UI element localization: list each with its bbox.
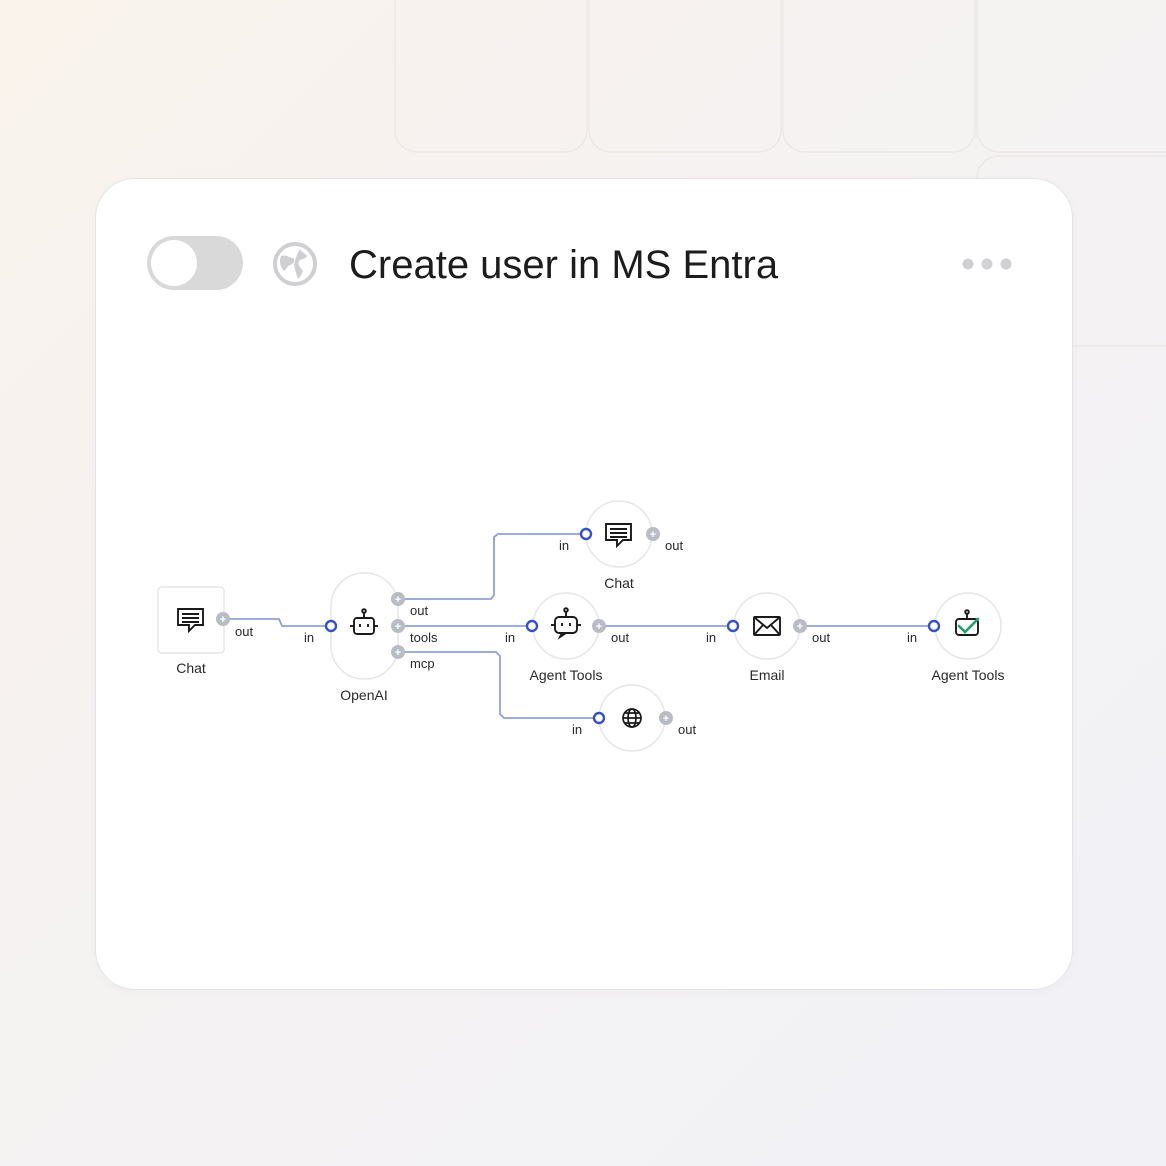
chat-icon xyxy=(177,608,204,634)
port-in[interactable] xyxy=(592,711,606,725)
plus-icon: + xyxy=(650,529,656,541)
port-out[interactable] xyxy=(659,711,673,725)
edge-openai-mcp-to-globe xyxy=(398,651,599,719)
robot-icon xyxy=(551,607,581,640)
port-in[interactable] xyxy=(927,619,941,633)
plus-icon: + xyxy=(395,621,401,633)
port-label-tools: tools xyxy=(410,630,438,645)
port-label-in: in xyxy=(706,630,716,645)
robot-icon xyxy=(350,608,378,635)
port-out[interactable] xyxy=(391,592,405,606)
node-label: Email xyxy=(749,667,784,683)
port-label-out: out xyxy=(235,624,253,639)
workflow-title: Create user in MS Entra xyxy=(349,243,779,287)
port-mcp[interactable] xyxy=(391,645,405,659)
edge-openai-out-to-chat xyxy=(398,533,586,600)
port-in[interactable] xyxy=(525,619,539,633)
node-label: Chat xyxy=(176,660,206,676)
port-label-in: in xyxy=(505,630,515,645)
port-out[interactable] xyxy=(793,619,807,633)
chat-icon xyxy=(605,523,632,549)
port-label-out: out xyxy=(665,538,683,553)
port-label-in: in xyxy=(559,538,569,553)
port-out[interactable] xyxy=(216,612,230,626)
toggle-knob xyxy=(151,240,197,286)
port-in[interactable] xyxy=(726,619,740,633)
globe-icon[interactable] xyxy=(272,241,318,287)
edge-chat-to-openai xyxy=(223,618,331,627)
plus-icon: + xyxy=(797,621,803,633)
port-label-out: out xyxy=(812,630,830,645)
port-label-in: in xyxy=(304,630,314,645)
port-label-mcp: mcp xyxy=(410,656,435,671)
port-tools[interactable] xyxy=(391,619,405,633)
plus-icon: + xyxy=(395,647,401,659)
node-label: Agent Tools xyxy=(530,667,603,683)
robot-check-icon xyxy=(955,609,980,636)
port-label-out: out xyxy=(611,630,629,645)
node-agent-tools-1[interactable]: Agent Tools in + out xyxy=(505,592,629,683)
node-chat-reply[interactable]: Chat in + out xyxy=(559,500,683,591)
envelope-icon xyxy=(753,616,781,636)
port-label-out: out xyxy=(410,603,428,618)
port-label-in: in xyxy=(907,630,917,645)
node-openai[interactable]: OpenAI in + out + tools + mcp xyxy=(304,572,438,703)
node-chat-trigger[interactable]: Chat + out xyxy=(157,586,253,676)
globe-icon xyxy=(622,708,642,728)
node-email[interactable]: Email in + out xyxy=(706,592,830,683)
plus-icon: + xyxy=(395,594,401,606)
port-out[interactable] xyxy=(646,527,660,541)
more-horizontal-icon[interactable] xyxy=(958,253,1016,275)
port-in[interactable] xyxy=(324,619,338,633)
port-label-in: in xyxy=(572,722,582,737)
plus-icon: + xyxy=(663,713,669,725)
node-mcp-globe[interactable]: in + out xyxy=(572,684,696,752)
workflow-card: Create user in MS Entra Chat + xyxy=(95,178,1073,990)
plus-icon: + xyxy=(596,621,602,633)
node-label: OpenAI xyxy=(340,687,387,703)
port-in[interactable] xyxy=(579,527,593,541)
node-agent-tools-2[interactable]: Agent Tools in xyxy=(907,592,1005,683)
plus-icon: + xyxy=(220,614,226,626)
node-label: Chat xyxy=(604,575,634,591)
port-out[interactable] xyxy=(592,619,606,633)
workflow-active-toggle[interactable] xyxy=(147,236,243,290)
workflow-diagram: Chat + out OpenAI in + out + xyxy=(157,500,1005,752)
port-label-out: out xyxy=(678,722,696,737)
node-label: Agent Tools xyxy=(932,667,1005,683)
